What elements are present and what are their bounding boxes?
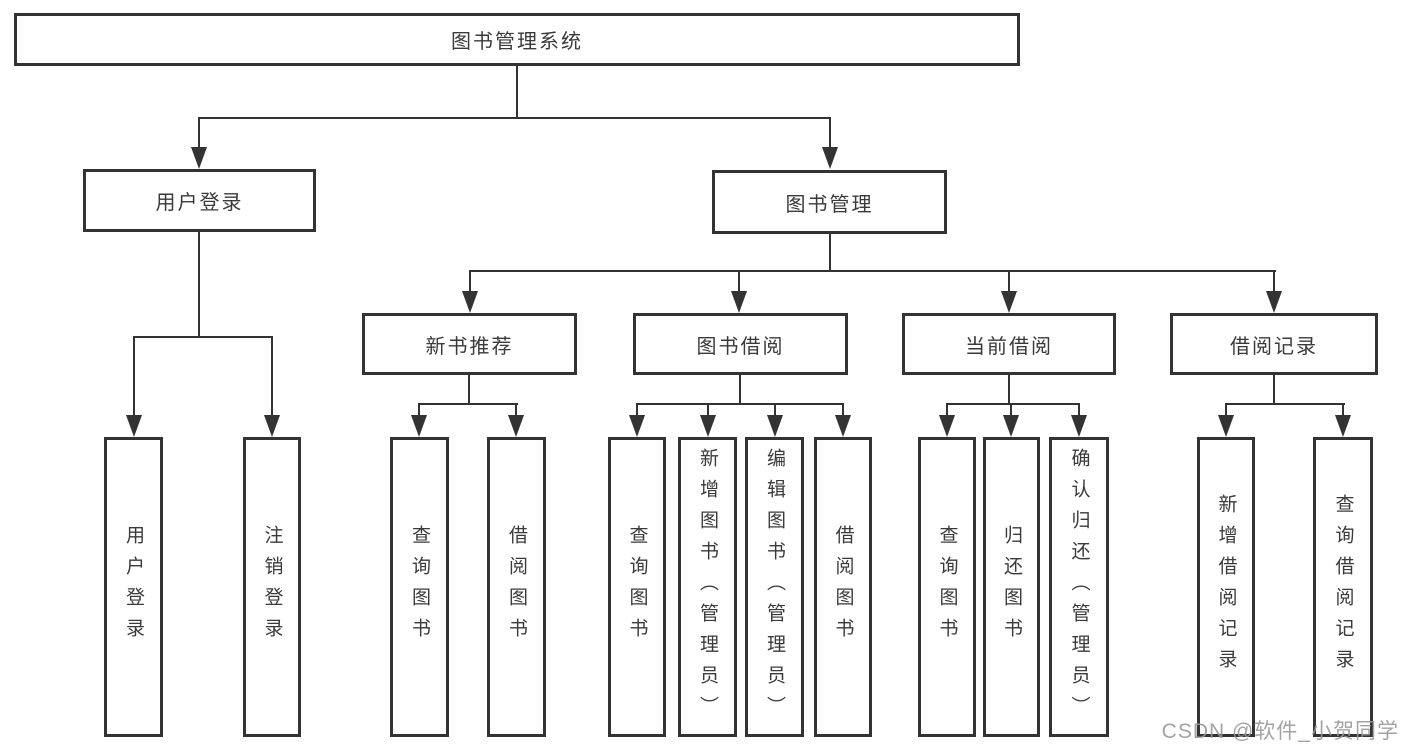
- arrowhead-icon: [508, 415, 524, 437]
- connector-line: [946, 403, 948, 417]
- arrowhead-icon: [411, 415, 427, 437]
- leaf-add-borrow-record: 新增借阅记录: [1197, 437, 1255, 737]
- leaf-borrow-books-recommend-label: 借阅图书: [506, 525, 527, 649]
- node-root: 图书管理系统: [14, 13, 1020, 66]
- arrowhead-icon: [264, 415, 280, 437]
- connector-line: [946, 403, 1080, 405]
- connector-line: [1225, 403, 1227, 417]
- connector-line: [418, 403, 420, 417]
- connector-line: [1010, 403, 1012, 417]
- node-user-login-label: 用户登录: [155, 192, 244, 214]
- leaf-query-books-recommend-label: 查询图书: [409, 525, 430, 649]
- leaf-confirm-return-admin: 确认归还（管理员）: [1049, 437, 1109, 737]
- leaf-user-login: 用户登录: [104, 437, 163, 737]
- connector-line: [1008, 375, 1010, 405]
- watermark: CSDN @软件_小贺同学: [1161, 720, 1399, 743]
- arrowhead-icon: [462, 291, 478, 313]
- arrowhead-icon: [700, 415, 716, 437]
- leaf-query-books-current-label: 查询图书: [936, 525, 958, 649]
- connector-line: [739, 375, 741, 405]
- leaf-query-books-borrow: 查询图书: [608, 437, 666, 737]
- leaf-query-borrow-record-label: 查询借阅记录: [1332, 494, 1354, 680]
- arrowhead-icon: [835, 415, 851, 437]
- leaf-query-books-recommend: 查询图书: [390, 437, 449, 737]
- connector-line: [198, 117, 831, 119]
- node-book-management: 图书管理: [712, 170, 947, 234]
- leaf-query-books-current: 查询图书: [918, 437, 976, 737]
- node-borrow-records: 借阅记录: [1170, 313, 1378, 375]
- connector-line: [133, 336, 273, 338]
- connector-line: [271, 336, 273, 417]
- arrowhead-icon: [939, 415, 955, 437]
- arrowhead-icon: [1266, 291, 1282, 313]
- connector-line: [1342, 403, 1344, 417]
- node-book-management-label: 图书管理: [785, 193, 874, 216]
- connector-line: [707, 403, 709, 417]
- leaf-return-books: 归还图书: [983, 437, 1040, 737]
- arrowhead-icon: [822, 147, 838, 169]
- connector-line: [1225, 403, 1345, 405]
- node-new-book-recommend-label: 新书推荐: [425, 335, 514, 358]
- node-book-borrow: 图书借阅: [633, 313, 848, 375]
- node-current-borrow-label: 当前借阅: [965, 335, 1053, 358]
- connector-line: [774, 403, 776, 417]
- arrowhead-icon: [1003, 415, 1019, 437]
- connector-line: [842, 403, 844, 417]
- connector-line: [418, 403, 518, 405]
- connector-line: [1273, 270, 1275, 293]
- arrowhead-icon: [731, 291, 747, 313]
- connector-line: [636, 403, 844, 405]
- leaf-borrow-books-label: 借阅图书: [832, 525, 854, 649]
- leaf-add-borrow-record-label: 新增借阅记录: [1215, 494, 1237, 680]
- node-user-login: 用户登录: [83, 169, 316, 232]
- connector-line: [469, 270, 471, 293]
- connector-line: [198, 232, 200, 338]
- leaf-query-borrow-record: 查询借阅记录: [1313, 437, 1373, 737]
- arrowhead-icon: [767, 415, 783, 437]
- connector-line: [636, 403, 638, 417]
- leaf-confirm-return-admin-label: 确认归还（管理员）: [1068, 447, 1090, 727]
- node-borrow-records-label: 借阅记录: [1230, 335, 1318, 358]
- connector-line: [738, 270, 740, 293]
- leaf-add-books-admin-label: 新增图书（管理员）: [697, 447, 718, 727]
- connector-line: [516, 66, 518, 119]
- node-new-book-recommend: 新书推荐: [362, 313, 577, 375]
- leaf-edit-books-admin-label: 编辑图书（管理员）: [764, 447, 785, 727]
- leaf-return-books-label: 归还图书: [1001, 525, 1022, 649]
- connector-line: [469, 270, 1276, 272]
- node-root-label: 图书管理系统: [451, 31, 583, 53]
- connector-line: [515, 403, 517, 417]
- leaf-edit-books-admin: 编辑图书（管理员）: [745, 437, 804, 737]
- connector-line: [198, 117, 200, 149]
- connector-line: [468, 375, 470, 405]
- connector-line: [829, 234, 831, 272]
- arrowhead-icon: [1218, 415, 1234, 437]
- connector-line: [829, 117, 831, 149]
- node-current-borrow: 当前借阅: [902, 313, 1116, 375]
- leaf-logout-label: 注销登录: [261, 525, 283, 649]
- leaf-user-login-label: 用户登录: [123, 525, 144, 649]
- leaf-borrow-books-recommend: 借阅图书: [487, 437, 546, 737]
- arrowhead-icon: [1071, 415, 1087, 437]
- arrowhead-icon: [1335, 415, 1351, 437]
- connector-line: [1008, 270, 1010, 293]
- connector-line: [133, 336, 135, 417]
- connector-line: [1273, 375, 1275, 405]
- leaf-borrow-books: 借阅图书: [814, 437, 872, 737]
- leaf-add-books-admin: 新增图书（管理员）: [678, 437, 737, 737]
- leaf-query-books-borrow-label: 查询图书: [626, 525, 648, 649]
- arrowhead-icon: [629, 415, 645, 437]
- arrowhead-icon: [191, 147, 207, 169]
- arrowhead-icon: [126, 415, 142, 437]
- leaf-logout: 注销登录: [243, 437, 301, 737]
- node-book-borrow-label: 图书借阅: [696, 335, 785, 358]
- connector-line: [1078, 403, 1080, 417]
- arrowhead-icon: [1001, 291, 1017, 313]
